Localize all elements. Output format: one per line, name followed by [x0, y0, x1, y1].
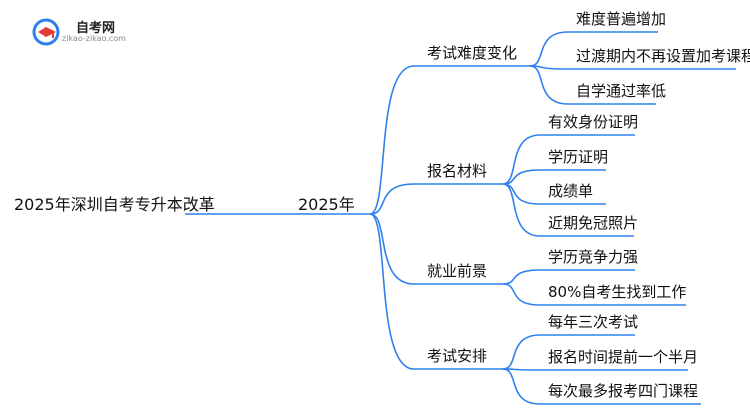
leaf-no-extra-courses: 过渡期内不再设置加考课程	[576, 47, 750, 65]
leaf-difficulty-increase: 难度普遍增加	[576, 10, 667, 28]
leaf-low-pass-rate: 自学通过率低	[576, 82, 667, 100]
root-topic: 2025年深圳自考专升本改革	[14, 195, 215, 214]
leaf-valid-id: 有效身份证明	[548, 113, 639, 131]
hub-to-branch-3	[369, 213, 415, 370]
branch-3-to-leaf-2	[502, 368, 541, 405]
branch-2-to-leaf-0	[502, 269, 541, 285]
branch-1-to-leaf-0	[502, 134, 541, 185]
leaf-diploma-proof: 学历证明	[548, 148, 609, 166]
branch-1-to-leaf-1	[502, 169, 541, 185]
leaf-three-exams-yearly: 每年三次考试	[548, 313, 639, 331]
leaf-transcript: 成绩单	[548, 182, 594, 200]
logo-title: 自考网	[76, 21, 116, 36]
leaf-early-registration: 报名时间提前一个半月	[548, 348, 699, 366]
branch-exam-schedule: 考试安排	[427, 347, 488, 365]
branch-2-to-leaf-1	[502, 283, 541, 306]
site-logo: 自考网 zikao-zikao.com	[32, 16, 142, 48]
branch-3-to-leaf-0	[502, 334, 541, 370]
hub-to-branch-1	[369, 183, 415, 215]
leaf-competitive-degree: 学历竞争力强	[548, 248, 639, 266]
hub-to-branch-0	[369, 65, 415, 215]
logo-subtitle: zikao-zikao.com	[62, 34, 126, 43]
branch-0-to-leaf-2	[529, 65, 569, 105]
leaf-photo: 近期免冠照片	[548, 214, 639, 232]
branch-3-to-leaf-1	[502, 368, 541, 371]
branch-0-to-leaf-0	[529, 31, 569, 67]
branch-career-prospects: 就业前景	[427, 262, 488, 280]
graduation-cap-logo-icon	[32, 18, 60, 46]
hub-to-branch-2	[369, 213, 415, 285]
leaf-four-courses-max: 每次最多报考四门课程	[548, 382, 699, 400]
branch-application-materials: 报名材料	[427, 162, 488, 180]
leaf-employment-rate: 80%自考生找到工作	[548, 283, 687, 301]
hub-topic: 2025年	[298, 195, 355, 214]
branch-exam-difficulty: 考试难度变化	[427, 44, 518, 62]
branch-1-to-leaf-3	[502, 183, 541, 237]
